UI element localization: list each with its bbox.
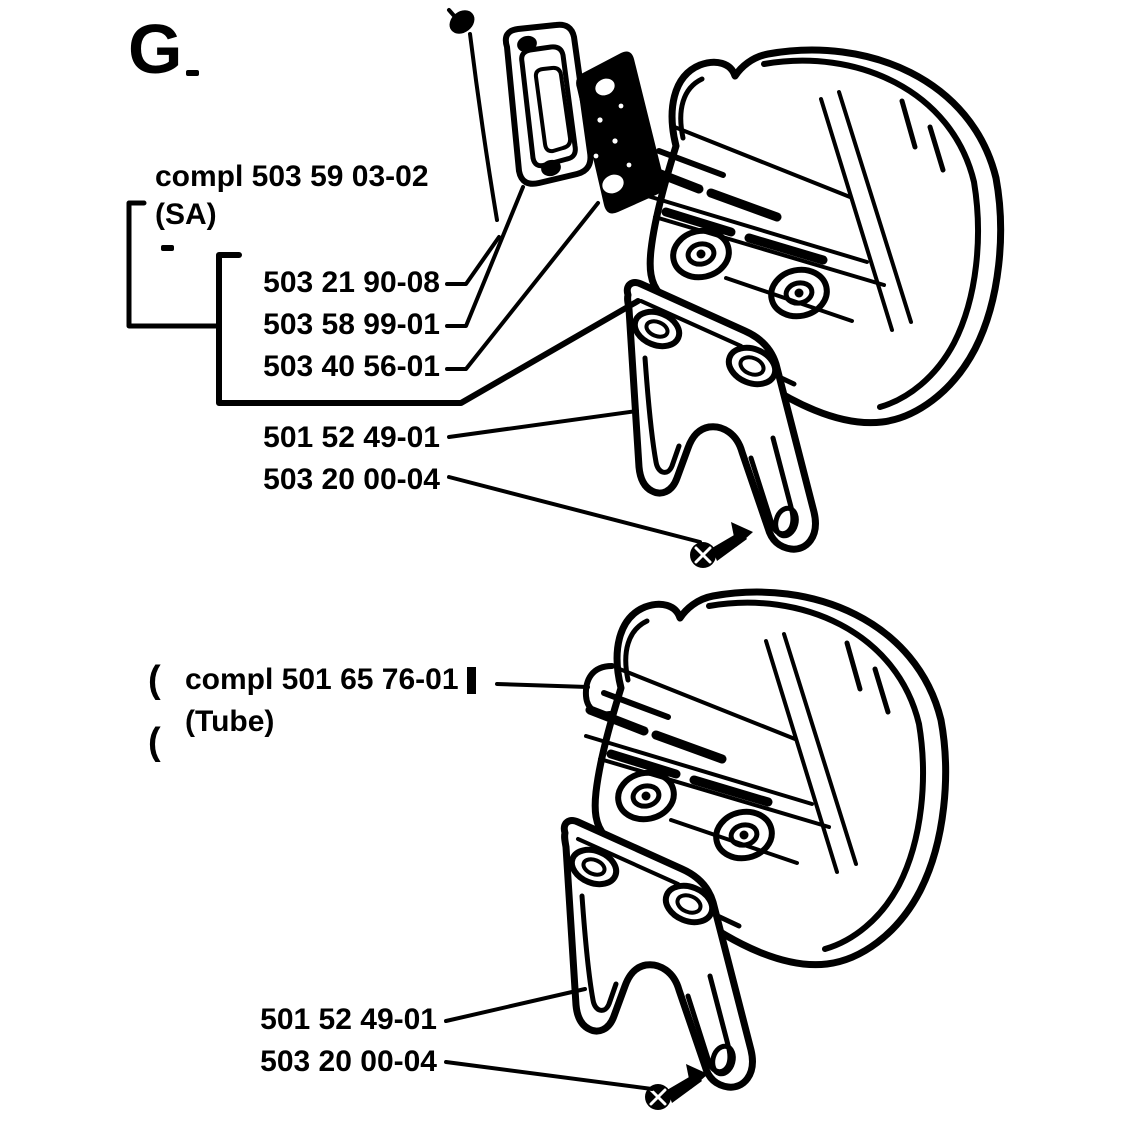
leader-start-bar xyxy=(467,667,476,694)
flange-bolt-hole xyxy=(541,159,561,177)
part-number-mount-screw-bottom: 503 20 00-04 xyxy=(260,1045,437,1078)
mount-screw-top xyxy=(688,520,755,570)
mount-screw-bottom xyxy=(643,1062,710,1112)
flange-inner-opening xyxy=(533,65,573,154)
callout-lines xyxy=(126,185,702,1091)
flange-screw-tail xyxy=(447,8,458,20)
group-bracket-inner xyxy=(216,252,641,406)
leader-bracket-top xyxy=(447,409,639,439)
bottom-assembly-drawing xyxy=(564,592,945,1112)
flange-bolt-hole xyxy=(517,35,537,53)
leader-muffler-bottom xyxy=(495,682,590,689)
flange-screw xyxy=(447,8,499,222)
flange-screw-shaft xyxy=(468,32,499,222)
scan-artifact-paren: ( xyxy=(148,659,161,701)
exhaust-flange xyxy=(502,21,594,187)
section-letter: G xyxy=(128,10,184,88)
scan-artifact-dash xyxy=(186,70,199,76)
part-number-gasket: 503 40 56-01 xyxy=(263,350,440,383)
gasket-texture-dot xyxy=(612,138,618,144)
muffler-gasket xyxy=(576,51,665,214)
leader-bracket-bottom xyxy=(444,987,587,1023)
gasket-hole xyxy=(602,174,624,194)
leader-mount-screw-bottom xyxy=(444,1060,654,1091)
leader-gasket xyxy=(445,201,600,371)
bottom-assembly-variant-label: (Tube) xyxy=(185,705,275,738)
top-assembly-complete-label: compl 503 59 03-02 xyxy=(155,160,429,193)
part-number-screw-top: 503 21 90-08 xyxy=(263,266,440,299)
gasket-texture-dot xyxy=(597,117,603,123)
leader-flange xyxy=(445,185,525,328)
gasket-hole xyxy=(595,78,615,96)
top-assembly-drawing xyxy=(447,8,1001,570)
top-assembly-variant-label: (SA) xyxy=(155,198,217,231)
part-number-flange: 503 58 99-01 xyxy=(263,308,440,341)
bottom-assembly-complete-label: compl 501 65 76-01 xyxy=(185,663,459,696)
gasket-texture-dot xyxy=(593,153,599,159)
leader-screw-top xyxy=(445,235,501,286)
gasket-texture-dot xyxy=(618,103,624,109)
gasket-texture-dot xyxy=(626,162,632,168)
scan-artifact-paren: ( xyxy=(148,721,161,763)
part-number-mount-screw-top: 503 20 00-04 xyxy=(263,463,440,496)
part-number-bracket-top: 501 52 49-01 xyxy=(263,421,440,454)
part-number-bracket-bottom: 501 52 49-01 xyxy=(260,1003,437,1036)
scan-artifact-dash xyxy=(161,245,174,251)
group-bracket-outer xyxy=(126,200,219,329)
leader-mount-screw-top xyxy=(447,475,702,544)
